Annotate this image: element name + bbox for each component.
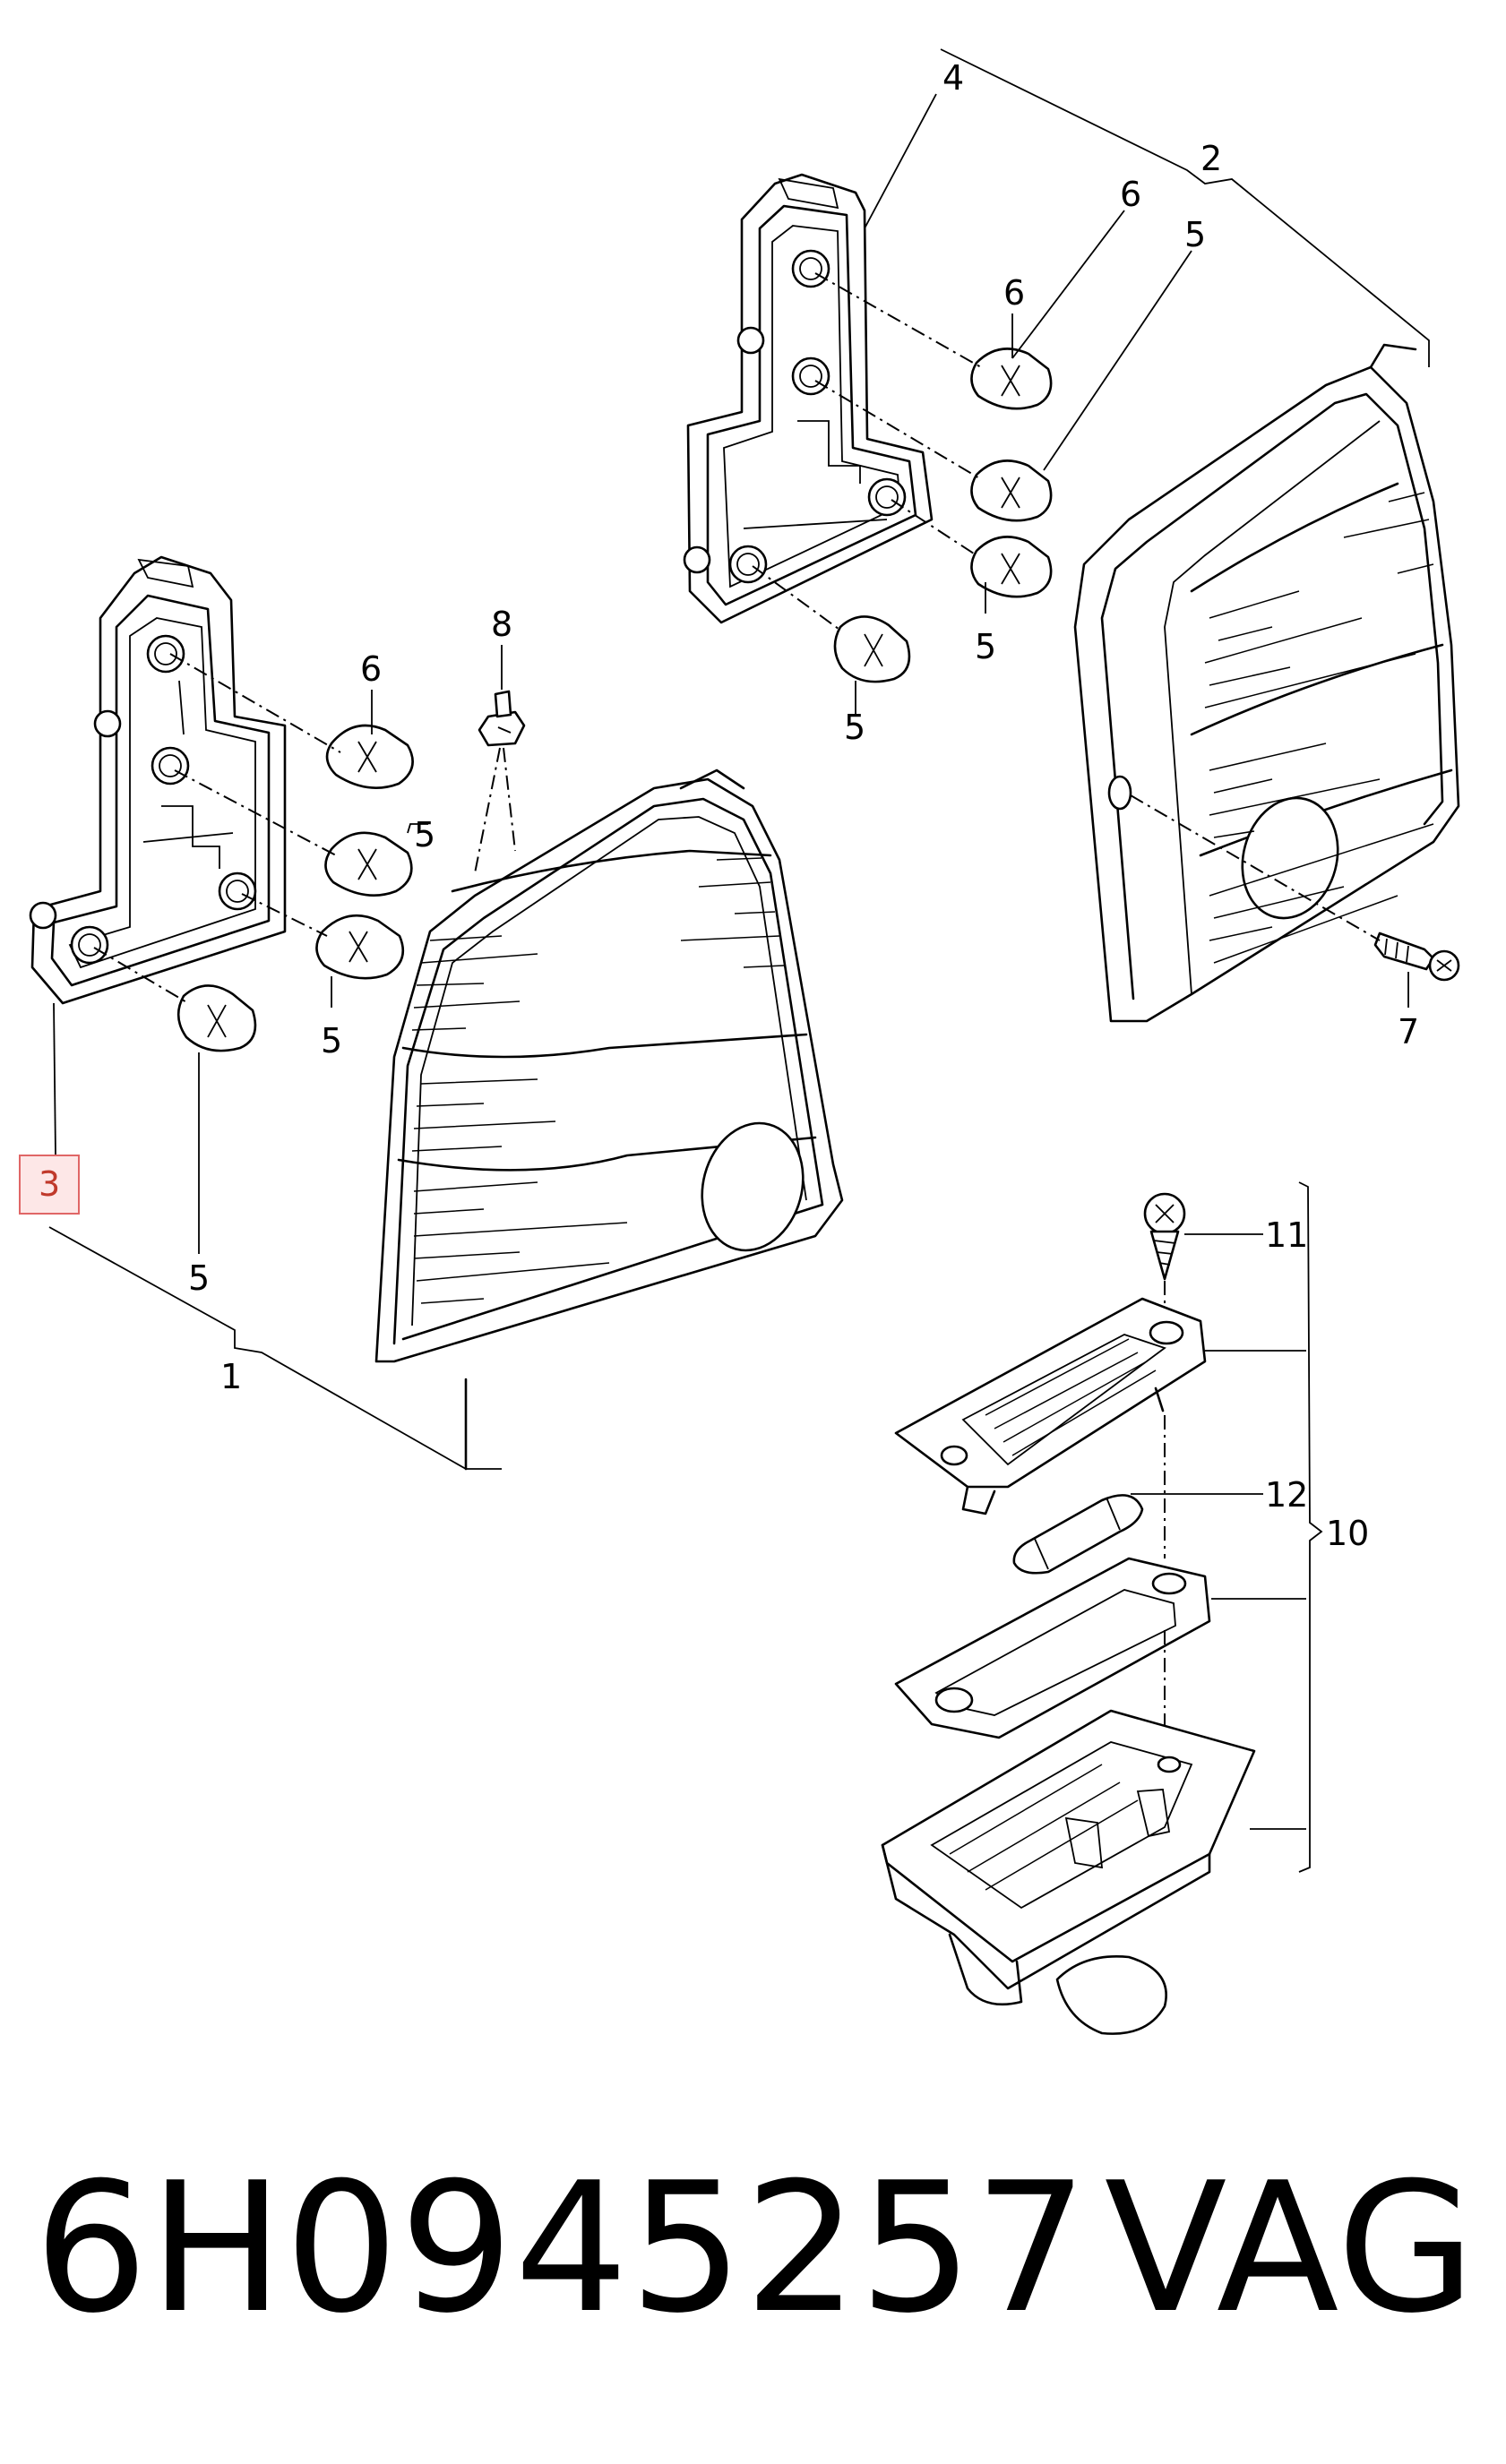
bulb-right-5b[interactable]	[970, 536, 1053, 598]
callout-2[interactable]: 2	[1200, 139, 1222, 178]
tail-lamp-left[interactable]	[374, 768, 844, 1471]
bulb-left-5c[interactable]	[176, 984, 257, 1052]
bulb-right-5a[interactable]	[970, 459, 1053, 522]
callout-5-left-bottom[interactable]: 5	[188, 1258, 210, 1298]
callout-12[interactable]: 12	[1265, 1475, 1308, 1515]
bulb-left-6[interactable]	[325, 724, 414, 789]
callout-6-right-inner[interactable]: 6	[1003, 273, 1025, 313]
callout-3-box[interactable]	[19, 1155, 80, 1215]
callout-4[interactable]: 4	[942, 58, 964, 98]
bulb-left-5b[interactable]	[315, 914, 404, 980]
callout-1[interactable]: 1	[220, 1357, 242, 1396]
bulb-left-5a[interactable]	[324, 831, 413, 897]
lamp-lens-cover[interactable]	[894, 1297, 1207, 1515]
gasket[interactable]	[894, 1557, 1211, 1739]
callout-5-right-bottom[interactable]: 5	[844, 708, 865, 747]
callout-5-left-mid[interactable]: 5	[321, 1021, 342, 1060]
brand: VAG	[1104, 2143, 1476, 2353]
bulb-holder-right[interactable]	[683, 173, 934, 624]
screw-7[interactable]	[1373, 932, 1460, 982]
callout-5-right-top[interactable]: 5	[1184, 215, 1206, 254]
screw-11[interactable]	[1143, 1192, 1186, 1281]
callout-11[interactable]: 11	[1265, 1215, 1308, 1255]
callout-5-right-mid[interactable]: 5	[975, 627, 996, 666]
callout-7[interactable]: 7	[1398, 1012, 1419, 1052]
bulb-12[interactable]	[1012, 1494, 1144, 1575]
bulb-right-5c[interactable]	[833, 615, 911, 683]
callout-10[interactable]: 10	[1326, 1514, 1369, 1553]
clip-8[interactable]	[478, 690, 526, 747]
callout-8[interactable]: 8	[491, 605, 512, 644]
callout-5-left-top[interactable]: 5	[414, 815, 435, 854]
bulb-holder-left[interactable]	[29, 555, 287, 1005]
part-number: 6H0945257	[34, 2143, 1089, 2353]
lamp-housing[interactable]	[881, 1709, 1256, 2035]
callout-6-left[interactable]: 6	[360, 649, 382, 689]
bulb-right-6[interactable]	[970, 348, 1053, 410]
callout-3[interactable]: 3	[39, 1164, 60, 1204]
tail-lamp-right[interactable]	[1073, 343, 1460, 1023]
callout-6-right-outer[interactable]: 6	[1120, 175, 1141, 214]
part-number-banner: 6H0945257 VAG	[34, 2141, 1476, 2356]
